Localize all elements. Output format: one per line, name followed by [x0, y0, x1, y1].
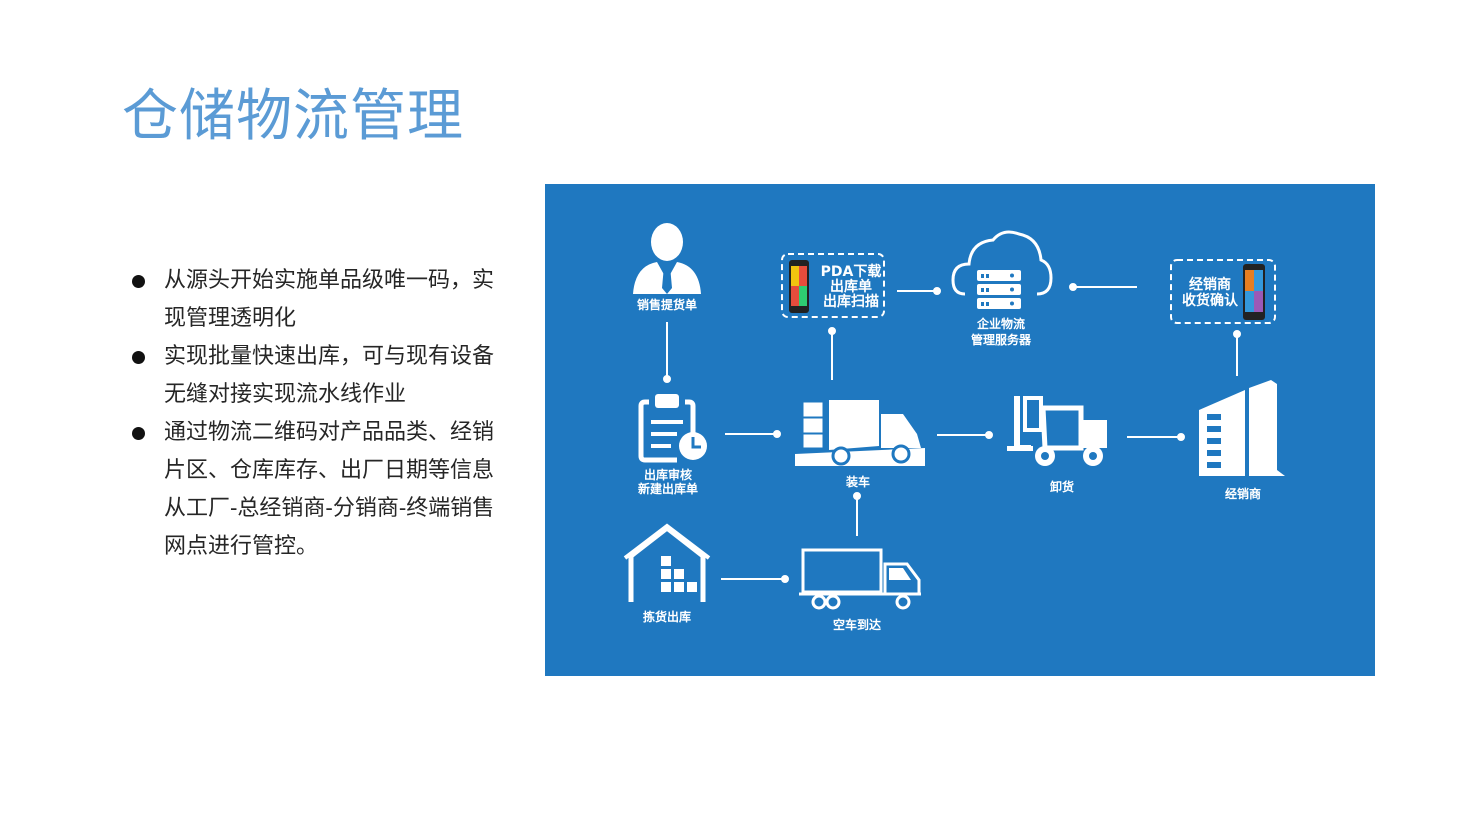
logistics-flow-diagram: 销售提货单 PDA下载 出库单 出库扫描 企业物流 管理服务器 经销商 收货确认… — [545, 184, 1375, 676]
label-pda-line3: 出库扫描 — [823, 294, 879, 310]
page-title: 仓储物流管理 — [122, 84, 464, 149]
bullet-dot-icon — [132, 427, 145, 440]
label-pda-line2: 出库单 — [830, 279, 872, 295]
bullet-list: 从源头开始实施单品级唯一码，实现管理透明化 实现批量快速出库，可与现有设备无缝对… — [130, 262, 510, 566]
label-picking: 拣货出库 — [642, 610, 692, 624]
label-pda-line1: PDA下载 — [820, 264, 882, 280]
bullet-text: 通过物流二维码对产品品类、经销片区、仓库库存、出厂日期等信息从工厂-总经销商-分… — [164, 420, 495, 559]
dealer-confirm-box — [1170, 259, 1276, 324]
bullet-dot-icon — [132, 351, 145, 364]
loading-truck-icon — [795, 400, 925, 466]
empty-truck-icon — [799, 548, 921, 610]
bullet-dot-icon — [132, 275, 145, 288]
bullet-item: 实现批量快速出库，可与现有设备无缝对接实现流水线作业 — [130, 338, 510, 414]
diagram-graphics — [623, 223, 1285, 610]
label-unloading: 卸货 — [1049, 480, 1075, 494]
label-server-line1: 企业物流 — [976, 317, 1026, 331]
clipboard-icon — [638, 394, 707, 463]
label-dealer-confirm-line2: 收货确认 — [1182, 293, 1238, 309]
salesperson-icon — [633, 223, 701, 294]
bullet-text: 实现批量快速出库，可与现有设备无缝对接实现流水线作业 — [164, 344, 495, 407]
label-loading: 装车 — [845, 475, 871, 489]
label-dealer: 经销商 — [1224, 487, 1262, 501]
pda-box — [781, 253, 885, 318]
connector-lines — [663, 283, 1241, 583]
label-review-line1: 出库审核 — [643, 468, 693, 482]
warehouse-icon — [623, 523, 711, 602]
building-icon — [1199, 380, 1285, 476]
label-dealer-confirm-line1: 经销商 — [1189, 277, 1231, 293]
label-review-line2: 新建出库单 — [637, 482, 699, 496]
bullet-item: 从源头开始实施单品级唯一码，实现管理透明化 — [130, 262, 510, 338]
label-sales-order: 销售提货单 — [636, 298, 698, 312]
bullet-item: 通过物流二维码对产品品类、经销片区、仓库库存、出厂日期等信息从工厂-总经销商-分… — [130, 414, 510, 566]
label-server-line2: 管理服务器 — [970, 333, 1032, 347]
bullet-text: 从源头开始实施单品级唯一码，实现管理透明化 — [164, 268, 495, 331]
label-empty-truck: 空车到达 — [832, 618, 882, 632]
forklift-icon — [1007, 396, 1107, 466]
cloud-server-icon — [951, 230, 1053, 309]
